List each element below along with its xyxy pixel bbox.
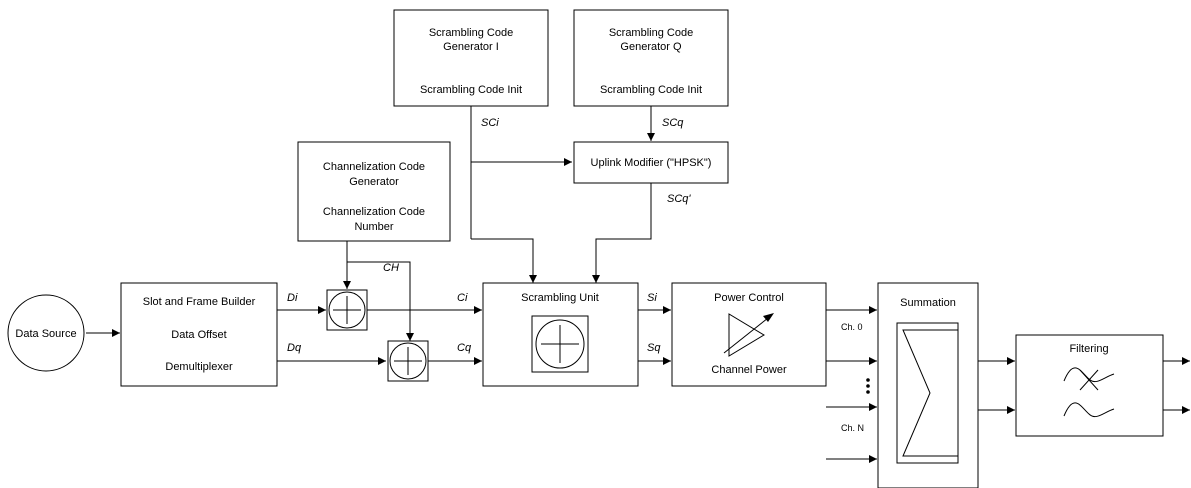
ch-signal-label: CH <box>383 262 399 274</box>
scrambling-gen-i-line2: Generator I <box>443 41 499 53</box>
scrambling-gen-i-line1: Scrambling Code <box>429 27 513 39</box>
sigma-icon <box>896 322 959 464</box>
slot-frame-builder-title: Slot and Frame Builder <box>143 296 256 308</box>
sci-signal-label: SCi <box>481 117 499 129</box>
uplink-modifier-label: Uplink Modifier ("HPSK") <box>591 157 712 169</box>
scrambling-unit-label: Scrambling Unit <box>521 292 599 304</box>
channelization-gen-line2: Generator <box>349 176 399 188</box>
sq-signal-label: Sq <box>647 342 661 354</box>
summation-block: Summation <box>877 282 979 488</box>
scrambling-code-generator-i-block: Scrambling Code Generator I Scrambling C… <box>393 9 549 107</box>
scrambling-unit-block: Scrambling Unit <box>482 282 639 387</box>
filtering-label: Filtering <box>1069 343 1108 355</box>
filtering-block: Filtering <box>1015 334 1164 437</box>
xor-adder-icon <box>531 315 589 373</box>
filter-icon <box>1063 367 1115 418</box>
channel-ellipsis <box>866 378 870 394</box>
scq-prime-signal-label: SCq' <box>667 193 691 205</box>
channel-0-label: Ch. 0 <box>841 322 863 332</box>
di-signal-label: Di <box>287 292 298 304</box>
power-control-label: Power Control <box>714 292 784 304</box>
slot-frame-builder-block: Slot and Frame Builder Data Offset Demul… <box>120 282 278 387</box>
dq-signal-label: Dq <box>287 342 302 354</box>
data-offset-label: Data Offset <box>171 329 226 341</box>
ci-signal-label: Ci <box>457 292 468 304</box>
channel-power-label: Channel Power <box>711 364 787 376</box>
uplink-modifier-block: Uplink Modifier ("HPSK") <box>573 141 729 184</box>
si-signal-label: Si <box>647 292 657 304</box>
scq-signal-label: SCq <box>662 117 684 129</box>
demultiplexer-label: Demultiplexer <box>165 361 233 373</box>
scrambling-gen-q-init: Scrambling Code Init <box>600 84 702 96</box>
scrambling-gen-q-line2: Generator Q <box>620 41 682 53</box>
data-source-block: Data Source <box>7 294 85 372</box>
power-control-block: Power Control Channel Power <box>671 282 827 387</box>
scrambling-code-generator-q-block: Scrambling Code Generator Q Scrambling C… <box>573 9 729 107</box>
scrambling-gen-q-line1: Scrambling Code <box>609 27 693 39</box>
scrambling-gen-i-init: Scrambling Code Init <box>420 84 522 96</box>
amplifier-icon <box>723 313 774 357</box>
channelization-gen-line3: Channelization Code <box>323 206 425 218</box>
xor-adder-icon <box>387 340 429 382</box>
cq-signal-label: Cq <box>457 342 472 354</box>
data-source-label: Data Source <box>15 328 76 340</box>
channelization-gen-line1: Channelization Code <box>323 161 425 173</box>
channelization-gen-line4: Number <box>354 221 393 233</box>
xor-adder-icon <box>326 289 368 331</box>
summation-label: Summation <box>900 297 956 309</box>
connection-wires <box>86 106 1190 463</box>
channel-n-label: Ch. N <box>841 423 864 433</box>
channelization-code-generator-block: Channelization Code Generator Channeliza… <box>297 141 451 242</box>
